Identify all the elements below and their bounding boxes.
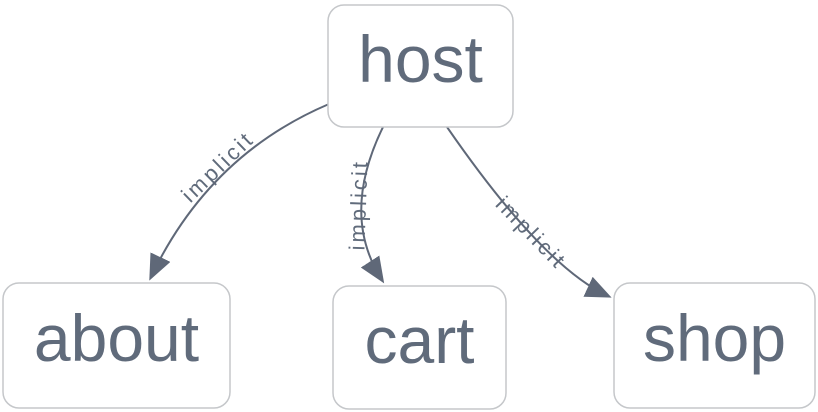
edge-host-about (149, 103, 330, 281)
node-about[interactable]: about (2, 282, 231, 409)
node-host-box[interactable] (327, 4, 514, 128)
edge-host-shop (446, 126, 612, 298)
node-cart[interactable]: cart (332, 285, 507, 410)
node-cart-box[interactable] (332, 285, 507, 410)
node-host[interactable]: host (327, 4, 514, 128)
node-cart-label: cart (364, 303, 474, 377)
edge-label-host-cart: implicit (344, 159, 372, 251)
node-shop[interactable]: shop (613, 282, 816, 409)
edge-label-host-about: implicit (176, 126, 259, 207)
edge-host-cart (360, 126, 385, 284)
node-shop-label: shop (643, 301, 786, 375)
node-host-label: host (358, 22, 483, 96)
node-about-label: about (34, 301, 199, 375)
node-shop-box[interactable] (613, 282, 816, 409)
node-about-box[interactable] (2, 282, 231, 409)
